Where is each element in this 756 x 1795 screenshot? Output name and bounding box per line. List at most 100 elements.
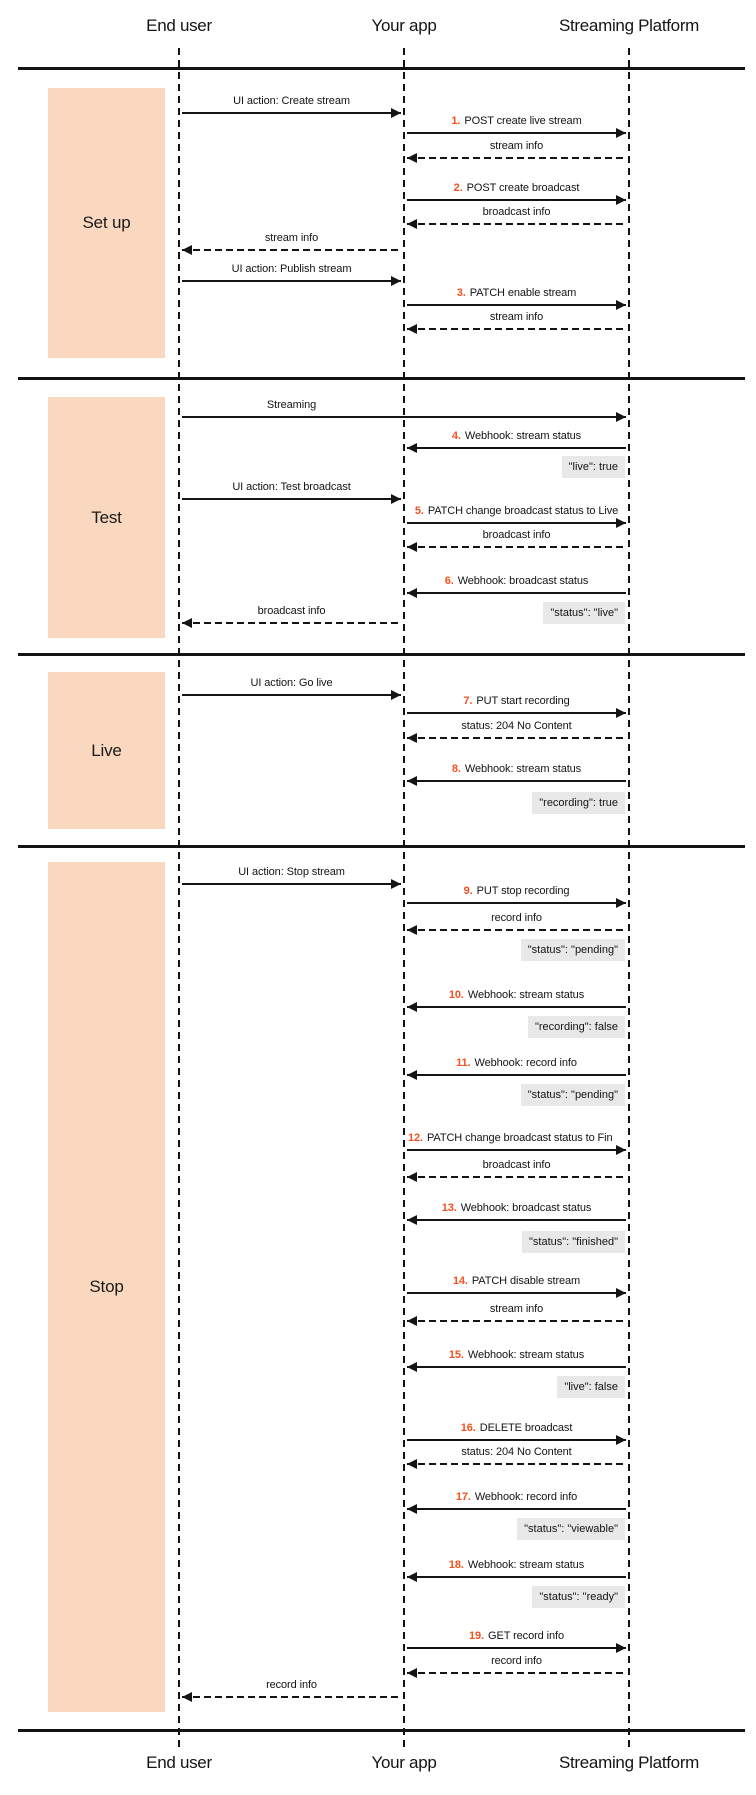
message-label: 13.Webhook: broadcast status <box>408 1202 625 1215</box>
message-label: 1.POST create live stream <box>408 115 625 128</box>
message-text: Webhook: stream status <box>467 989 585 1001</box>
message-line <box>407 1074 626 1076</box>
status-badge: "live": true <box>561 456 625 478</box>
message-label: 17.Webhook: record info <box>408 1491 625 1504</box>
message-label: 16.DELETE broadcast <box>408 1422 625 1435</box>
message-line <box>182 498 401 500</box>
message-number: 18. <box>448 1559 464 1571</box>
message-line <box>182 416 626 418</box>
message-text: PATCH disable stream <box>471 1275 581 1287</box>
arrowhead-left <box>407 1172 417 1182</box>
message-number: 17. <box>455 1491 471 1503</box>
arrowhead-left <box>407 1215 417 1225</box>
message-text: Webhook: broadcast status <box>457 575 589 587</box>
message-number: 15. <box>448 1349 464 1361</box>
message-number: 14. <box>452 1275 468 1287</box>
status-badge: "status": "finished" <box>522 1231 625 1253</box>
message-text: Webhook: record info <box>474 1057 577 1069</box>
status-badge: "status": "viewable" <box>517 1518 625 1540</box>
arrowhead-left <box>407 1459 417 1469</box>
status-badge: "status": "ready" <box>532 1586 625 1608</box>
arrowhead-right <box>616 898 626 908</box>
arrowhead-left <box>407 542 417 552</box>
message-line <box>407 1320 626 1322</box>
message-number: 1. <box>451 115 461 127</box>
arrowhead-left <box>407 1002 417 1012</box>
message-label: 2.POST create broadcast <box>408 182 625 195</box>
message-line <box>407 199 626 201</box>
message-label: 8.Webhook: stream status <box>408 763 625 776</box>
arrowhead-left <box>407 1070 417 1080</box>
message-line <box>182 694 401 696</box>
message-line <box>407 1672 626 1674</box>
message-label: 3.PATCH enable stream <box>408 287 625 300</box>
message-line <box>182 280 401 282</box>
message-number: 7. <box>463 695 473 707</box>
message-label: stream info <box>264 232 319 244</box>
message-label: UI action: Go live <box>250 677 333 689</box>
status-badge: "status": "pending" <box>520 1084 625 1106</box>
message-label: status: 204 No Content <box>461 1446 572 1458</box>
arrowhead-left <box>407 1572 417 1582</box>
message-line <box>407 780 626 782</box>
message-line <box>182 883 401 885</box>
arrowhead-right <box>616 1435 626 1445</box>
arrowhead-right <box>391 690 401 700</box>
arrowhead-right <box>616 128 626 138</box>
actor-label-bottom-app: Your app <box>371 1753 437 1772</box>
message-line <box>407 447 626 449</box>
status-badge: "recording": false <box>527 1016 625 1038</box>
message-text: DELETE broadcast <box>479 1422 573 1434</box>
message-text: Webhook: stream status <box>464 430 582 442</box>
message-line <box>407 304 626 306</box>
arrowhead-left <box>407 324 417 334</box>
phase-separator-0 <box>18 67 745 70</box>
arrowhead-left <box>407 1504 417 1514</box>
message-line <box>407 929 626 931</box>
arrowhead-right <box>616 1643 626 1653</box>
message-label: 18.Webhook: stream status <box>408 1559 625 1572</box>
message-number: 11. <box>456 1057 471 1069</box>
arrowhead-left <box>407 443 417 453</box>
message-label: broadcast info <box>257 605 326 617</box>
message-text: Webhook: stream status <box>464 763 582 775</box>
message-label: broadcast info <box>482 206 551 218</box>
message-line <box>407 1647 626 1649</box>
message-text: Webhook: stream status <box>467 1349 585 1361</box>
lifeline-sp <box>628 48 630 1750</box>
arrowhead-left <box>407 776 417 786</box>
message-number: 16. <box>460 1422 476 1434</box>
message-number: 2. <box>453 182 463 194</box>
message-line <box>407 1219 626 1221</box>
arrowhead-left <box>407 1362 417 1372</box>
phase-separator-2 <box>18 653 745 656</box>
arrowhead-right <box>616 300 626 310</box>
message-line <box>407 132 626 134</box>
phase-separator-4 <box>18 1729 745 1732</box>
message-label: stream info <box>489 1303 544 1315</box>
arrowhead-right <box>616 708 626 718</box>
lifeline-eu <box>178 48 180 1750</box>
arrowhead-left <box>407 219 417 229</box>
arrowhead-left <box>182 245 192 255</box>
message-number: 6. <box>444 575 454 587</box>
message-line <box>182 249 401 251</box>
status-badge: "status": "pending" <box>520 939 625 961</box>
actor-label-bottom-eu: End user <box>146 1753 212 1772</box>
message-label: Streaming <box>266 399 317 411</box>
message-line <box>407 1006 626 1008</box>
arrowhead-left <box>407 1316 417 1326</box>
arrowhead-right <box>391 494 401 504</box>
message-text: POST create live stream <box>464 115 582 127</box>
actor-label-bottom-sp: Streaming Platform <box>558 1753 700 1772</box>
message-label: 14.PATCH disable stream <box>408 1275 625 1288</box>
message-line <box>407 223 626 225</box>
message-line <box>407 328 626 330</box>
message-label: UI action: Stop stream <box>238 866 345 878</box>
message-line <box>407 1149 626 1151</box>
message-label: 6.Webhook: broadcast status <box>408 575 625 588</box>
phase-box-stop: Stop <box>48 862 165 1712</box>
phase-box-test: Test <box>48 397 165 638</box>
message-text: Webhook: broadcast status <box>460 1202 592 1214</box>
